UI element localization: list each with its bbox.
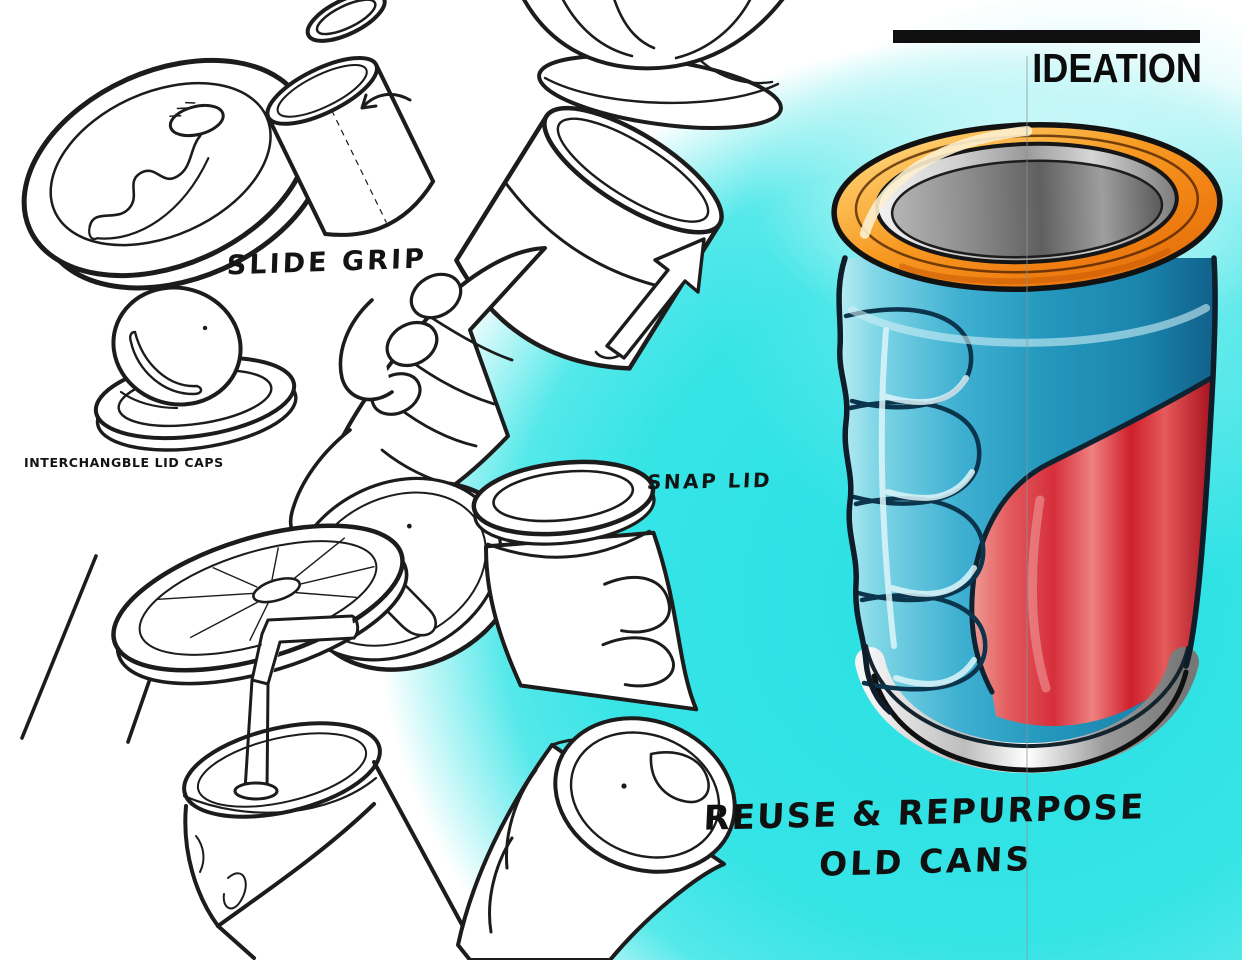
title-bar: [893, 30, 1200, 43]
label-interchangeable-lid-caps: INTERCHANGBLE LID CAPS: [24, 455, 224, 470]
flip-lid-cap-sketch: [93, 285, 298, 452]
motion-arrow-small: [360, 92, 412, 110]
tilted-grip-can-sketch: [456, 716, 737, 960]
page-seam-line: [1026, 56, 1028, 960]
snap-lid-can-sketch: [471, 459, 699, 712]
straw-lid-can-sketch: [182, 614, 482, 960]
rendered-can-concept: [831, 122, 1223, 774]
hand-holding-lid-sketch: [522, 0, 785, 130]
tagline: REUSE & REPURPOSE OLD CANS: [689, 787, 1161, 887]
can-bottom-band: [855, 647, 1199, 774]
label-snap-lid: SNAP LID: [646, 467, 773, 495]
can-red-body: [971, 377, 1213, 727]
open-can-ring-lid-sketch: [265, 0, 436, 237]
page-title: IDEATION: [1032, 45, 1202, 91]
grip-highlights: [878, 327, 977, 687]
can-orange-rim: [831, 122, 1223, 292]
